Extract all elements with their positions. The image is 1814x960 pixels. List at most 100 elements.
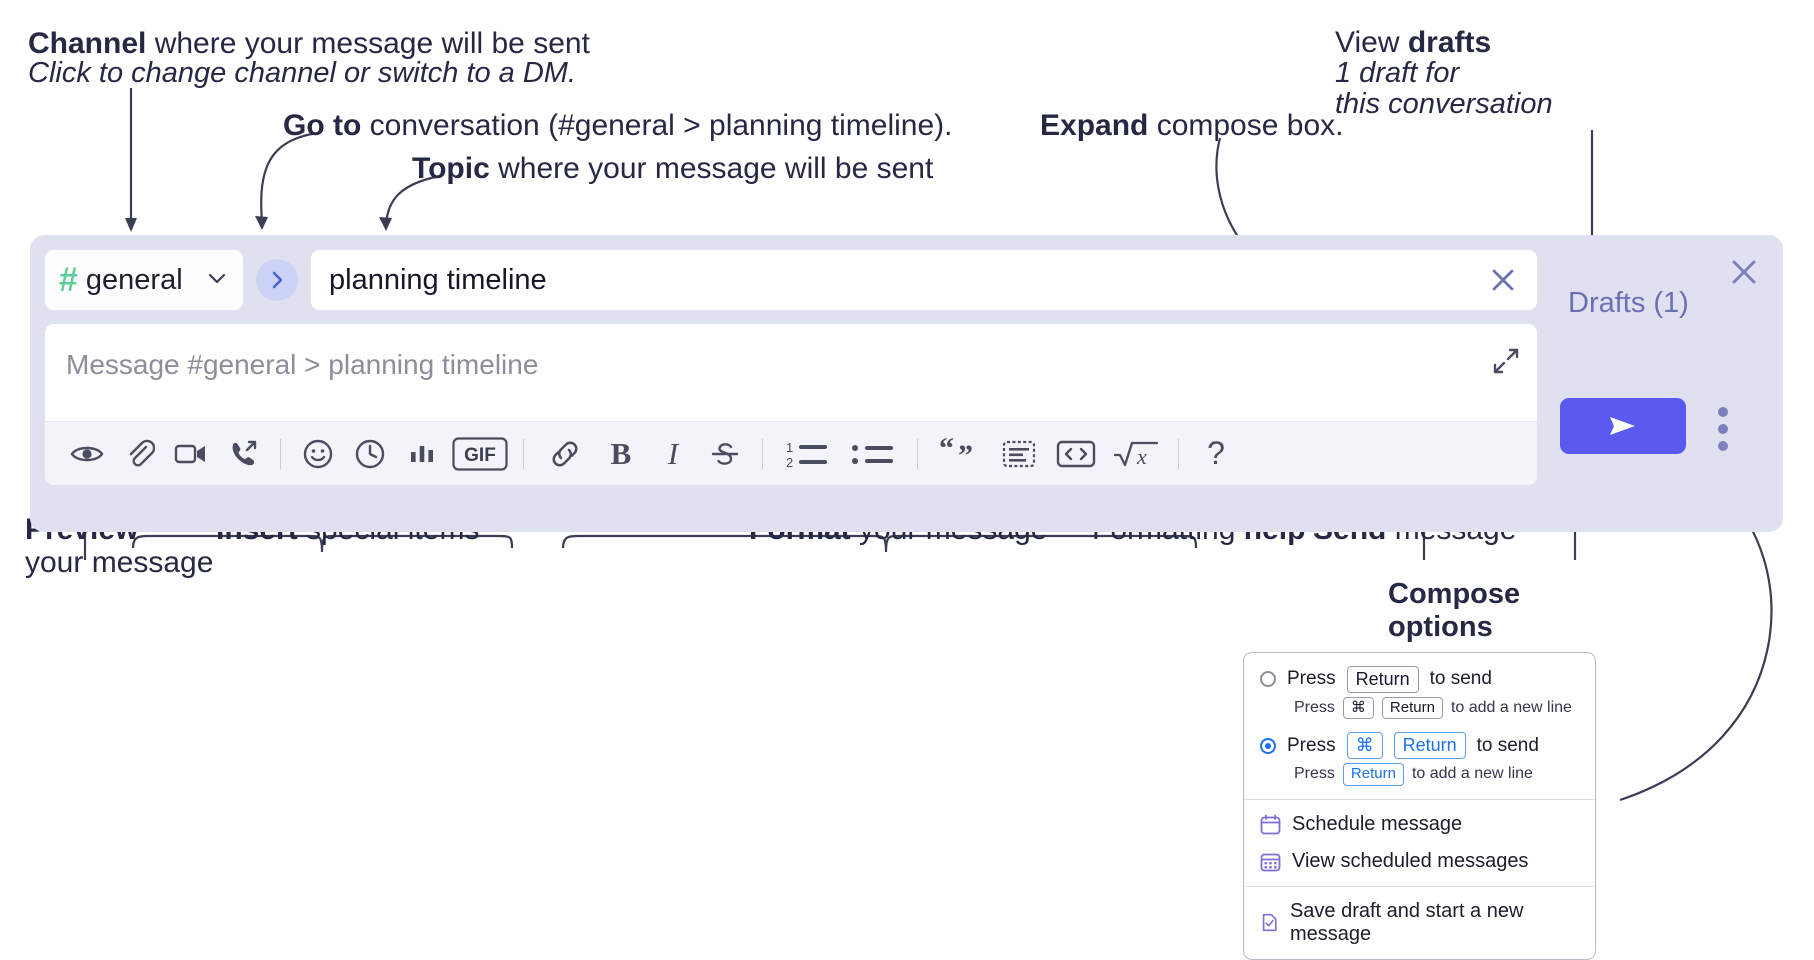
reminder-button[interactable] xyxy=(344,431,396,477)
menu-item-save-draft[interactable]: Save draft and start a new message xyxy=(1244,893,1595,953)
code-block-icon xyxy=(1002,440,1036,467)
compose-header-row: # general planning timeline xyxy=(44,249,1538,311)
go-to-conversation-button[interactable] xyxy=(256,259,298,301)
annotation-goto: Go to conversation (#general > planning … xyxy=(283,109,953,142)
send-button[interactable] xyxy=(1560,398,1686,454)
link-button[interactable] xyxy=(535,431,595,477)
audio-call-icon xyxy=(232,440,257,465)
ordered-list-button[interactable]: 1 2 xyxy=(774,431,840,477)
close-icon xyxy=(1492,269,1514,291)
close-icon xyxy=(1732,260,1756,284)
calendar-grid-icon xyxy=(1260,853,1281,871)
inline-code-icon xyxy=(1056,440,1096,467)
annotation-drafts: View drafts xyxy=(1335,26,1492,59)
annotation-preview-line2: your message xyxy=(25,546,214,579)
inline-code-button[interactable] xyxy=(1047,431,1105,477)
compose-options-menu: Press Return to send Press ⌘ Return to a… xyxy=(1243,652,1596,960)
option-return-to-send[interactable]: Press Return to send xyxy=(1244,663,1595,696)
menu-divider xyxy=(1244,885,1595,887)
audio-clip-button[interactable] xyxy=(217,431,269,477)
send-shortcut-options: Press Return to send Press ⌘ Return to a… xyxy=(1244,653,1595,799)
annotation-channel-sub: Click to change channel or switch to a D… xyxy=(28,57,577,89)
annotation-expand: Expand compose box. xyxy=(1040,109,1344,142)
send-icon xyxy=(1610,417,1635,435)
message-compose-box: Message #general > planning timeline xyxy=(44,323,1538,486)
svg-text:“: “ xyxy=(939,438,954,465)
italic-button[interactable]: I xyxy=(647,431,699,477)
menu-divider xyxy=(1244,798,1595,800)
code-block-button[interactable] xyxy=(991,431,1047,477)
key-command: ⌘ xyxy=(1346,732,1383,759)
key-return: Return xyxy=(1381,696,1443,720)
option-cmd-return-subtext: Press Return to add a new line xyxy=(1244,762,1595,790)
expand-compose-button[interactable] xyxy=(1491,346,1521,381)
bulleted-list-button[interactable] xyxy=(840,431,906,477)
annotation-drafts-sub2: this conversation xyxy=(1335,88,1553,120)
drafts-link[interactable]: Drafts (1) xyxy=(1568,287,1689,319)
menu-item-view-scheduled-messages[interactable]: View scheduled messages xyxy=(1244,843,1595,880)
radio-unselected[interactable] xyxy=(1260,671,1276,688)
close-panel-button[interactable] xyxy=(1727,255,1761,294)
message-placeholder: Message #general > planning timeline xyxy=(66,349,539,380)
option-cmd-return-to-send[interactable]: Press ⌘ Return to send xyxy=(1244,729,1595,762)
toolbar-divider xyxy=(280,438,281,469)
preview-button[interactable] xyxy=(61,431,113,477)
bold-icon: B xyxy=(610,435,632,471)
svg-text:2: 2 xyxy=(786,455,793,470)
key-return: Return xyxy=(1393,732,1466,759)
emoji-button[interactable] xyxy=(292,431,344,477)
annotation-compose-options-1: Compose xyxy=(1388,578,1521,610)
strikethrough-icon xyxy=(711,442,739,465)
svg-text:GIF: GIF xyxy=(464,445,496,466)
topic-input[interactable]: planning timeline xyxy=(310,249,1538,311)
hash-icon: # xyxy=(59,261,78,299)
math-icon: x xyxy=(1113,441,1159,469)
formatting-toolbar: GIF B I xyxy=(45,421,1537,485)
toolbar-divider xyxy=(762,438,763,469)
annotation-compose-options-2: options xyxy=(1388,611,1493,643)
gif-button[interactable]: GIF xyxy=(448,431,512,477)
math-button[interactable]: x xyxy=(1105,431,1167,477)
radio-selected[interactable] xyxy=(1260,737,1276,754)
compose-options-button[interactable] xyxy=(1718,407,1728,451)
video-clip-button[interactable] xyxy=(165,431,217,477)
save-draft-icon xyxy=(1262,913,1277,932)
blockquote-button[interactable]: “ ” xyxy=(929,431,991,477)
option-label-post: to send xyxy=(1429,668,1492,690)
key-return: Return xyxy=(1346,666,1419,693)
poll-button[interactable] xyxy=(396,431,448,477)
preview-icon xyxy=(70,446,104,461)
chevron-right-icon xyxy=(272,271,283,289)
clear-topic-button[interactable] xyxy=(1487,264,1519,296)
poll-icon xyxy=(411,445,433,462)
formatting-help-button[interactable]: ? xyxy=(1190,431,1242,477)
video-icon xyxy=(174,444,205,463)
svg-text:”: ” xyxy=(958,439,973,470)
ordered-list-icon: 1 2 xyxy=(786,440,827,470)
toolbar-divider xyxy=(523,438,524,469)
toolbar-divider xyxy=(917,438,918,469)
message-input[interactable]: Message #general > planning timeline xyxy=(45,324,1537,421)
calendar-icon xyxy=(1260,814,1281,834)
svg-text:x: x xyxy=(1136,444,1147,469)
blockquote-icon: “ ” xyxy=(939,438,973,470)
attachment-button[interactable] xyxy=(113,431,165,477)
strikethrough-button[interactable] xyxy=(699,431,751,477)
key-command: ⌘ xyxy=(1342,696,1374,720)
italic-icon: I xyxy=(667,435,679,471)
bold-button[interactable]: B xyxy=(595,431,647,477)
menu-item-label: Schedule message xyxy=(1292,812,1463,835)
option-label-post: to send xyxy=(1476,734,1539,756)
channel-selector[interactable]: # general xyxy=(44,249,244,311)
sub-pre: Press xyxy=(1294,765,1335,783)
clock-icon xyxy=(355,439,385,468)
option-return-subtext: Press ⌘ Return to add a new line xyxy=(1244,696,1595,724)
menu-item-schedule-message[interactable]: Schedule message xyxy=(1244,806,1595,843)
toolbar-divider xyxy=(1178,438,1179,469)
more-options-icon xyxy=(1718,407,1728,451)
topic-value: planning timeline xyxy=(329,263,547,296)
compose-panel: # general planning timeline xyxy=(30,235,1783,532)
channel-name: general xyxy=(85,263,183,296)
annotation-drafts-sub1: 1 draft for xyxy=(1335,57,1460,89)
attachment-icon xyxy=(129,439,155,466)
